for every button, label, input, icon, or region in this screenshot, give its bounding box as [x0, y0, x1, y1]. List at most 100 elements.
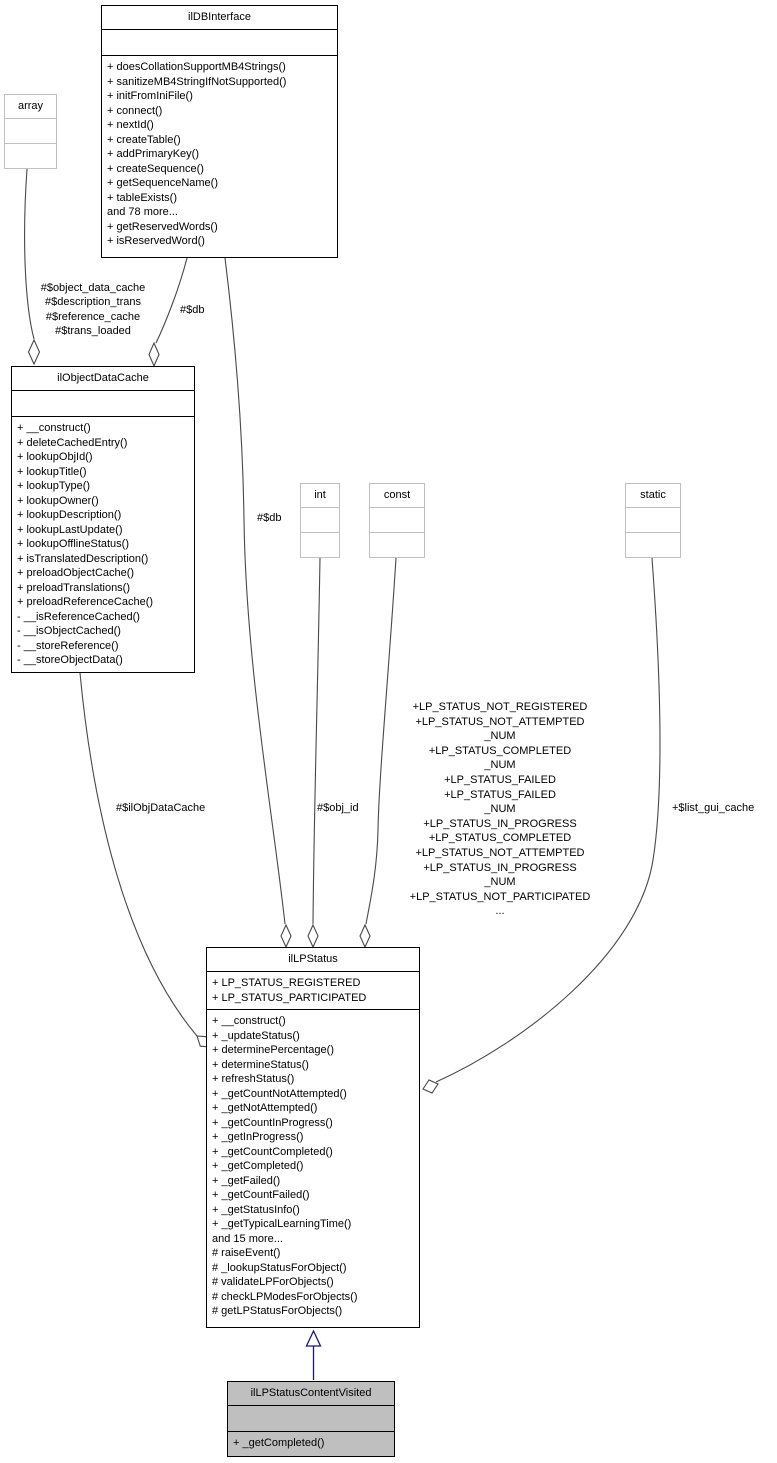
text-line: - __isObjectCached() [17, 625, 121, 637]
text-line: + getSequenceName() [107, 177, 218, 189]
text-line: + lookupObjId() [17, 451, 93, 463]
aggregation-diamond [359, 923, 371, 949]
text-line: + _getInProgress() [212, 1131, 304, 1143]
text-line: + lookupTitle() [17, 465, 87, 478]
text-line: +LP_STATUS_IN_PROGRESS [423, 861, 577, 874]
text-line: +LP_STATUS_NOT_PARTICIPATED [409, 890, 591, 903]
text-line: #$description_trans [44, 296, 141, 309]
aggregation-diamond [280, 923, 292, 949]
aggregation-diamond [307, 923, 319, 949]
methods-section: + _getCompleted() [228, 1431, 394, 1456]
edge-label-static-to-lpstatus: +$list_gui_cache [672, 802, 755, 814]
text-line: + _getTypicalLearningTime() [212, 1218, 352, 1230]
class-title: ilLPStatusContentVisited [228, 1382, 394, 1406]
inheritance-arrowhead [305, 1329, 322, 1347]
class-title: ilLPStatus [207, 948, 419, 972]
empty-methods-cell [370, 532, 424, 557]
methods-section: + doesCollationSupportMB4Strings()+ sani… [102, 55, 337, 257]
text-line: + connect() [107, 104, 163, 117]
text-line: + preloadReferenceCache() [17, 596, 154, 608]
empty-methods-cell [626, 532, 680, 557]
edge-label-db-to-objectcache: #$db [180, 304, 205, 316]
text-line: #$reference_cache [45, 310, 141, 323]
text-line: + doesCollationSupportMB4Strings() [107, 61, 286, 73]
class-title: ilObjectDataCache [12, 367, 194, 391]
text-line: +LP_STATUS_FAILED [444, 773, 556, 786]
edge-label-array-members: #$object_data_cache #$description_trans#$… [18, 281, 168, 339]
text-line: +LP_STATUS_NOT_REGISTERED [412, 701, 588, 713]
text-line: + refreshStatus() [212, 1073, 295, 1085]
text-line: +LP_STATUS_IN_PROGRESS [423, 817, 577, 830]
aggregation-diamond [422, 1079, 439, 1094]
text-line: + _getNotAttempted() [212, 1102, 318, 1114]
text-line: + _getCountCompleted() [212, 1145, 333, 1158]
text-line: + determineStatus() [212, 1058, 309, 1071]
text-line: + deleteCachedEntry() [17, 436, 128, 449]
edge-ildbinterface-to-ilobjectdatacache [155, 257, 188, 344]
text-line: and 78 more... [107, 206, 178, 218]
text-line: # checkLPModesForObjects() [212, 1290, 358, 1303]
type-title: const [370, 484, 424, 508]
class-box-illpstatus[interactable]: ilLPStatus + LP_STATUS_REGISTERED + LP_ST… [206, 947, 420, 1328]
text-line: _NUM [484, 803, 516, 816]
methods-section: + __construct()+ _updateStatus()+ determ… [207, 1009, 419, 1327]
edge-int-to-illpstatus [312, 557, 321, 925]
text-line: + _getStatusInfo() [212, 1203, 300, 1216]
text-line: + lookupOfflineStatus() [17, 538, 129, 550]
text-line: + lookupType() [17, 480, 91, 492]
methods-section: + __construct() + deleteCachedEntry() + lo… [12, 416, 194, 672]
edge-const-to-illpstatus [365, 557, 397, 925]
class-box-ilobjectdatacache[interactable]: ilObjectDataCache + __construct() + delet… [11, 366, 195, 673]
aggregation-diamond [148, 341, 160, 368]
text-line: + LP_STATUS_REGISTERED [212, 977, 361, 989]
edge-label-objcache-to-lpstatus: #$ilObjDataCache [116, 802, 206, 814]
type-box-int: int [300, 483, 340, 558]
text-line: _NUM [484, 759, 516, 772]
empty-methods-cell [5, 143, 56, 168]
class-box-illpstatuscontentvisited[interactable]: ilLPStatusContentVisited + _getCompleted… [227, 1381, 395, 1457]
text-line: + getReservedWords() [107, 220, 218, 233]
edge-static-to-illpstatus [435, 557, 661, 1083]
text-line: + lookupOwner() [17, 494, 99, 507]
text-line: + addPrimaryKey() [107, 148, 200, 160]
text-line: + preloadObjectCache() [17, 567, 135, 579]
class-box-ildbinterface[interactable]: ilDBInterface + doesCollationSupportMB4S… [101, 5, 338, 258]
empty-attributes-cell [5, 119, 56, 143]
type-title: static [626, 484, 680, 508]
text-line: - __storeObjectData() [17, 654, 123, 666]
edge-label-const-members: +LP_STATUS_NOT_REGISTERED +LP_STATUS_NOT_… [378, 700, 622, 919]
type-title: int [301, 484, 339, 508]
text-line: + _getFailed() [212, 1174, 281, 1187]
text-line: +LP_STATUS_COMPLETED [428, 744, 572, 757]
empty-attributes-cell [370, 508, 424, 532]
edge-label-db-to-lpstatus: #$db [257, 512, 282, 524]
aggregation-diamond [27, 338, 41, 366]
attributes-section [228, 1406, 394, 1431]
text-line: + _updateStatus() [212, 1029, 300, 1042]
empty-attributes-cell [301, 508, 339, 532]
type-box-static: static [625, 483, 681, 558]
text-line: #$object_data_cache [40, 282, 146, 294]
text-line: + LP_STATUS_PARTICIPATED [212, 991, 367, 1004]
text-line: + createSequence() [107, 162, 204, 175]
text-line: + isReservedWord() [107, 235, 205, 247]
type-box-const: const [369, 483, 425, 558]
text-line: and 15 more... [212, 1232, 283, 1245]
edge-ildbinterface-to-illpstatus [224, 257, 286, 925]
class-title: ilDBInterface [102, 6, 337, 30]
edge-label-int-to-lpstatus: #$obj_id [317, 802, 359, 814]
text-line: +LP_STATUS_NOT_ATTEMPTED [415, 846, 585, 859]
text-line: ... [495, 905, 505, 918]
edge-array-to-ilobjectdatacache [24, 168, 35, 340]
text-line: + __construct() [17, 422, 91, 434]
type-title: array [5, 95, 56, 119]
text-line: # raiseEvent() [212, 1247, 281, 1259]
text-line: + _getCountInProgress() [212, 1116, 333, 1129]
text-line: +LP_STATUS_FAILED [444, 788, 556, 801]
text-line: + isTranslatedDescription() [17, 552, 149, 565]
text-line: _NUM [484, 876, 516, 889]
text-line: - __storeReference() [17, 639, 119, 652]
text-line: + initFromIniFile() [107, 90, 193, 102]
edge-ilobjectdatacache-to-illpstatus [79, 672, 198, 1037]
